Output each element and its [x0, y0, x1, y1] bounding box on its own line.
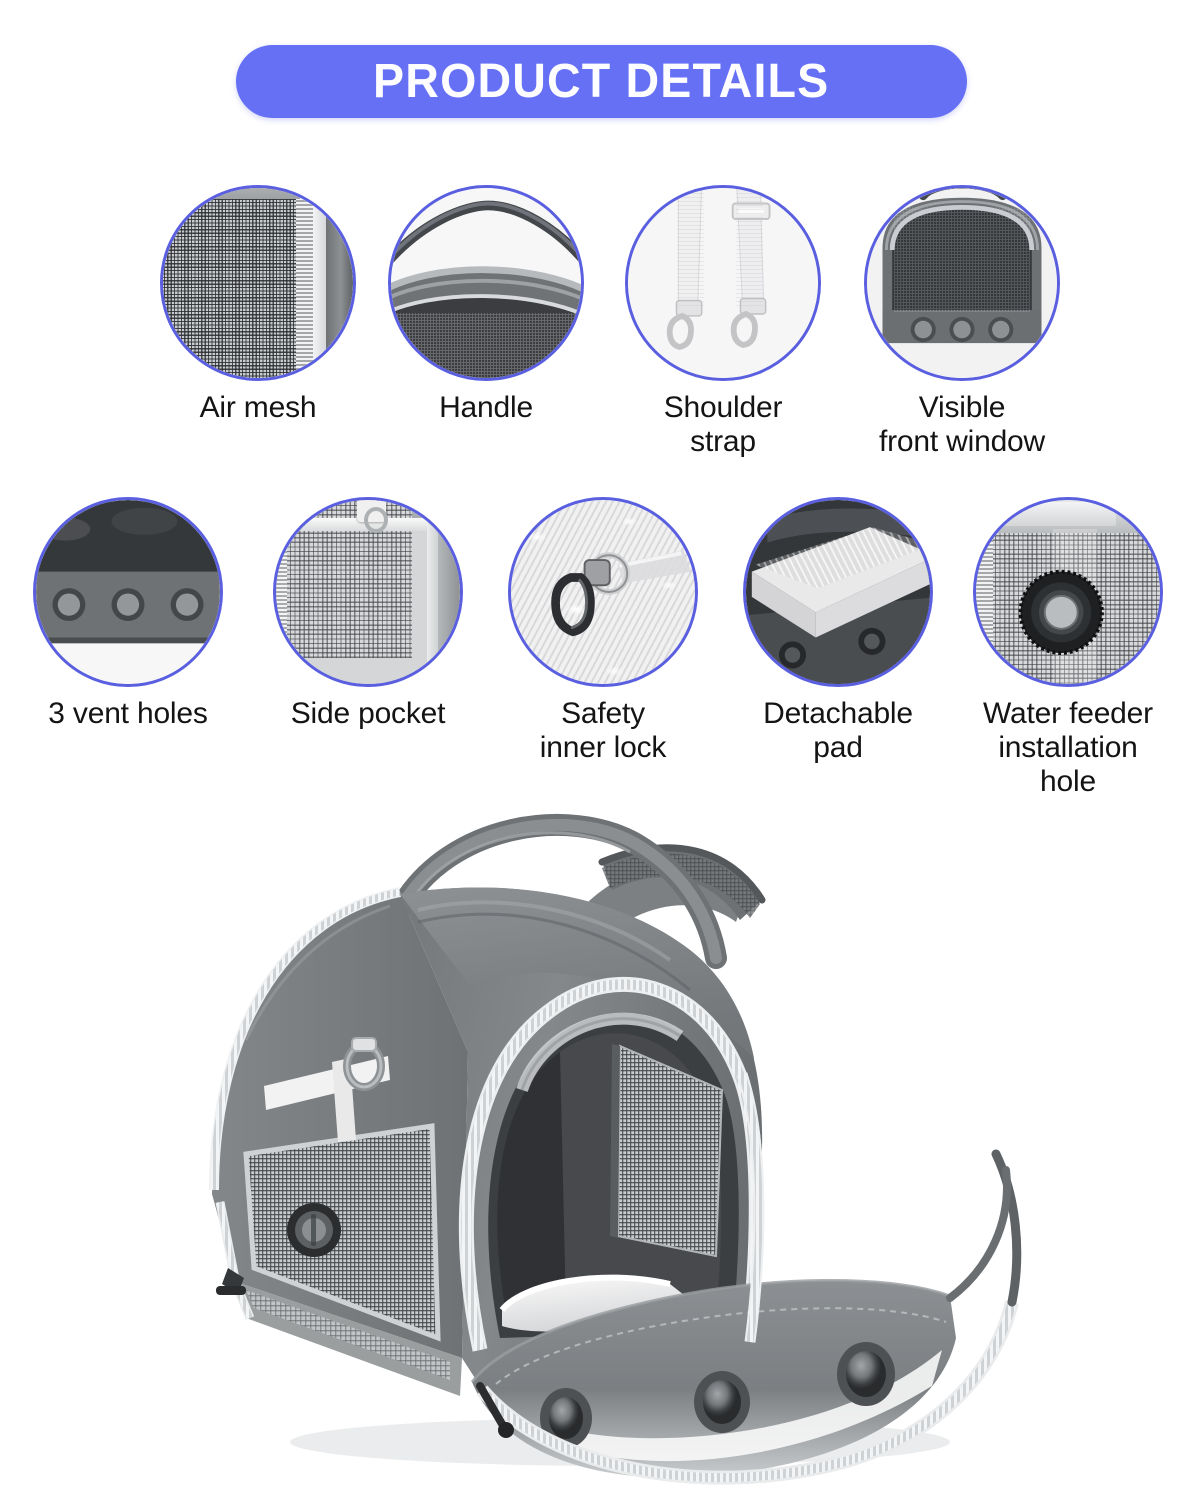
detachable-pad-thumbnail — [743, 497, 933, 687]
side-pocket-thumbnail — [273, 497, 463, 687]
handle-label: Handle — [439, 391, 533, 424]
feature-handle: Handle — [388, 185, 584, 425]
air-mesh-photo — [163, 188, 353, 378]
air-mesh-thumbnail — [160, 185, 356, 381]
product-details-banner: PRODUCT DETAILS — [236, 45, 967, 118]
feature-side-pocket: Side pocket — [273, 497, 463, 731]
handle-photo — [391, 188, 581, 378]
product-photo-pet-carrier — [150, 790, 1150, 1490]
visible-front-window-thumbnail — [864, 185, 1060, 381]
feature-air-mesh: Air mesh — [158, 185, 358, 425]
shoulder-strap-thumbnail — [625, 185, 821, 381]
side-pocket-photo — [276, 500, 460, 684]
safety-inner-lock-photo — [511, 500, 695, 684]
air-mesh-label: Air mesh — [199, 391, 317, 424]
visible-front-window-photo — [867, 188, 1057, 378]
feature-3-vent-holes: 3 vent holes — [33, 497, 223, 731]
feature-visible-front-window: Visible front window — [862, 185, 1062, 459]
handle-thumbnail — [388, 185, 584, 381]
feature-water-feeder-hole: Water feeder installation hole — [973, 497, 1163, 799]
water-feeder-photo — [976, 500, 1160, 684]
feature-safety-inner-lock: Safety inner lock — [508, 497, 698, 765]
water-feeder-thumbnail — [973, 497, 1163, 687]
vent-holes-photo — [36, 500, 220, 684]
shoulder-strap-label: Shoulder strap — [663, 391, 783, 458]
vent-holes-thumbnail — [33, 497, 223, 687]
safety-inner-lock-thumbnail — [508, 497, 698, 687]
safety-inner-lock-label: Safety inner lock — [539, 697, 667, 764]
vent-holes-label: 3 vent holes — [48, 697, 208, 730]
visible-front-window-label: Visible front window — [878, 391, 1045, 458]
detachable-pad-label: Detachable pad — [763, 697, 913, 764]
water-feeder-label: Water feeder installation hole — [983, 697, 1153, 798]
shoulder-strap-photo — [628, 188, 818, 378]
page-title: PRODUCT DETAILS — [373, 54, 830, 108]
detachable-pad-photo — [746, 500, 930, 684]
feature-shoulder-strap: Shoulder strap — [625, 185, 821, 459]
feature-detachable-pad: Detachable pad — [743, 497, 933, 765]
side-pocket-label: Side pocket — [290, 697, 446, 730]
